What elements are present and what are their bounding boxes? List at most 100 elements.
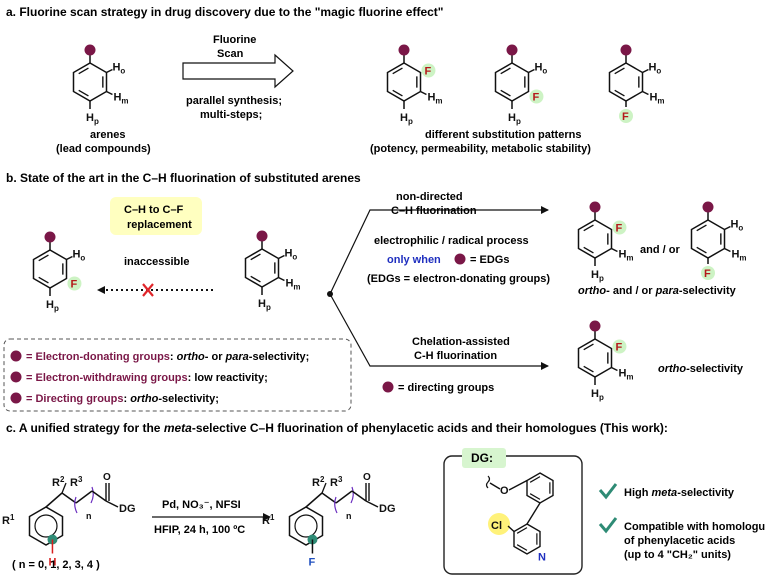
dg-structure: O ClN	[485, 472, 554, 564]
fluorine-highlight	[67, 276, 82, 291]
patterns-caption-line2: (potency, permeability, metabolic stabil…	[370, 143, 591, 155]
substituent-dot-icon	[506, 44, 518, 56]
non-directed-arrow	[329, 206, 549, 295]
benzene-ring	[690, 219, 726, 259]
ortho-para-selectivity: ortho- and / or para-selectivity	[578, 285, 737, 297]
benzene-ring	[494, 62, 530, 102]
r3-label: R3	[330, 475, 343, 489]
substituent-dot-icon	[44, 231, 56, 243]
arenes-caption-line1: arenes	[90, 129, 125, 141]
conditions-label: HFIP, 24 h, 100 ºC	[154, 524, 245, 536]
n-label: n	[86, 511, 92, 521]
legend-item: = Electron-donating groups: ortho- or pa…	[26, 351, 309, 363]
fluorine-scan-arrow: Fluorine Scan parallel synthesis; multi-…	[182, 34, 294, 121]
benzene-ring	[72, 62, 108, 102]
carbonyl-o-label: O	[103, 472, 111, 483]
feature-2-line1: Compatible with homologues	[624, 521, 765, 533]
arene-inaccessible-meta-f: HoF Hp	[32, 231, 85, 313]
product-f-label: F	[308, 557, 315, 569]
section-c-title: c. A unified strategy for the meta-selec…	[6, 421, 668, 435]
fluorine-label: F	[704, 268, 711, 280]
chelation-arrow	[329, 293, 549, 370]
legend: = Electron-donating groups: ortho- or pa…	[10, 350, 309, 405]
arrow-top-line1: Fluorine	[213, 34, 256, 46]
feature-1: High meta-selectivity	[624, 487, 735, 499]
red-cross	[142, 283, 154, 297]
substituent-dot-icon	[702, 201, 714, 213]
benzene-ring	[244, 248, 280, 288]
edgs-eq: = EDGs	[470, 254, 509, 266]
h-para-label: Hp	[400, 112, 413, 126]
legend-dot-icon	[10, 371, 22, 383]
h-para-label: Hp	[508, 112, 521, 126]
directing-dot-icon	[382, 381, 394, 393]
fluorine-label: F	[615, 342, 622, 354]
fluorine-label: F	[70, 279, 77, 291]
h-meta-label: Hm	[618, 249, 633, 263]
h-ortho-label: Ho	[534, 62, 547, 76]
r2-label: R2	[312, 475, 325, 489]
ortho-selectivity: ortho-selectivity	[658, 363, 744, 375]
and-or-label: and / or	[640, 244, 680, 256]
r2-label: R2	[52, 475, 65, 489]
edgs-definition: (EDGs = electron-donating groups)	[367, 273, 550, 285]
substituent-dot-icon	[589, 320, 601, 332]
dg-label-bg	[462, 448, 506, 468]
r3-label: R3	[70, 475, 83, 489]
substituent-dot-icon	[398, 44, 410, 56]
fluorine-label: F	[532, 92, 539, 104]
h-para-label: Hp	[591, 269, 604, 283]
benzene-ring	[577, 338, 613, 378]
benzene-ring	[386, 62, 422, 102]
h-meta-label: Hm	[113, 92, 128, 106]
h-ortho-label: Ho	[112, 62, 125, 76]
feature-2-line3: (up to 4 "CH₂" units)	[624, 549, 731, 561]
dg-nitrogen-label: N	[538, 552, 546, 564]
fluorine-highlight	[612, 220, 627, 235]
legend-dot-icon	[10, 350, 22, 362]
fluorine-label: F	[424, 66, 431, 78]
h-para-label: Hp	[86, 112, 99, 126]
h-meta-label: Hm	[731, 249, 746, 263]
arrow-top-line2: Scan	[217, 48, 244, 60]
substituent-dot-icon	[256, 230, 268, 242]
feature-2-line2: of phenylacetic acids	[624, 535, 735, 547]
h-para-label: Hp	[46, 299, 59, 313]
reagents-label: Pd, NO₃⁻, NFSI	[162, 499, 241, 511]
benzene-ring	[28, 506, 64, 546]
substituent-dot-icon	[620, 44, 632, 56]
h-meta-label: Hm	[285, 278, 300, 292]
h-meta-label: Hm	[649, 92, 664, 106]
benzene-ring	[608, 62, 644, 102]
section-b-title: b. State of the art in the C–H fluorinat…	[6, 171, 361, 185]
arrow-bottom-line2: multi-steps;	[200, 109, 262, 121]
only-when-label: only when	[387, 254, 441, 266]
dg-chlorine-label: Cl	[491, 520, 502, 532]
non-directed-line2: C–H fluorination	[391, 205, 477, 217]
h-para-label: Hp	[258, 298, 271, 312]
process-label: electrophilic / radical process	[374, 235, 529, 247]
fluorine-highlight	[421, 63, 436, 78]
r1-label: R1	[2, 513, 15, 527]
dg-oxygen-label: O	[500, 485, 509, 497]
h-ortho-label: Ho	[284, 248, 297, 262]
section-a-title: a. Fluorine scan strategy in drug discov…	[6, 5, 443, 19]
arenes-caption-line2: (lead compounds)	[56, 143, 151, 155]
legend-item: = Electron-withdrawing groups: low react…	[26, 372, 268, 384]
r1-label: R1	[262, 513, 275, 527]
benzene-ring	[577, 219, 613, 259]
h-ortho-label: Ho	[72, 249, 85, 263]
substituent-dot-icon	[84, 44, 96, 56]
substituent-dot-icon	[589, 201, 601, 213]
fluorine-highlight	[619, 109, 633, 123]
dg-group-label: DG	[119, 503, 136, 515]
check-icon-1	[598, 483, 618, 500]
